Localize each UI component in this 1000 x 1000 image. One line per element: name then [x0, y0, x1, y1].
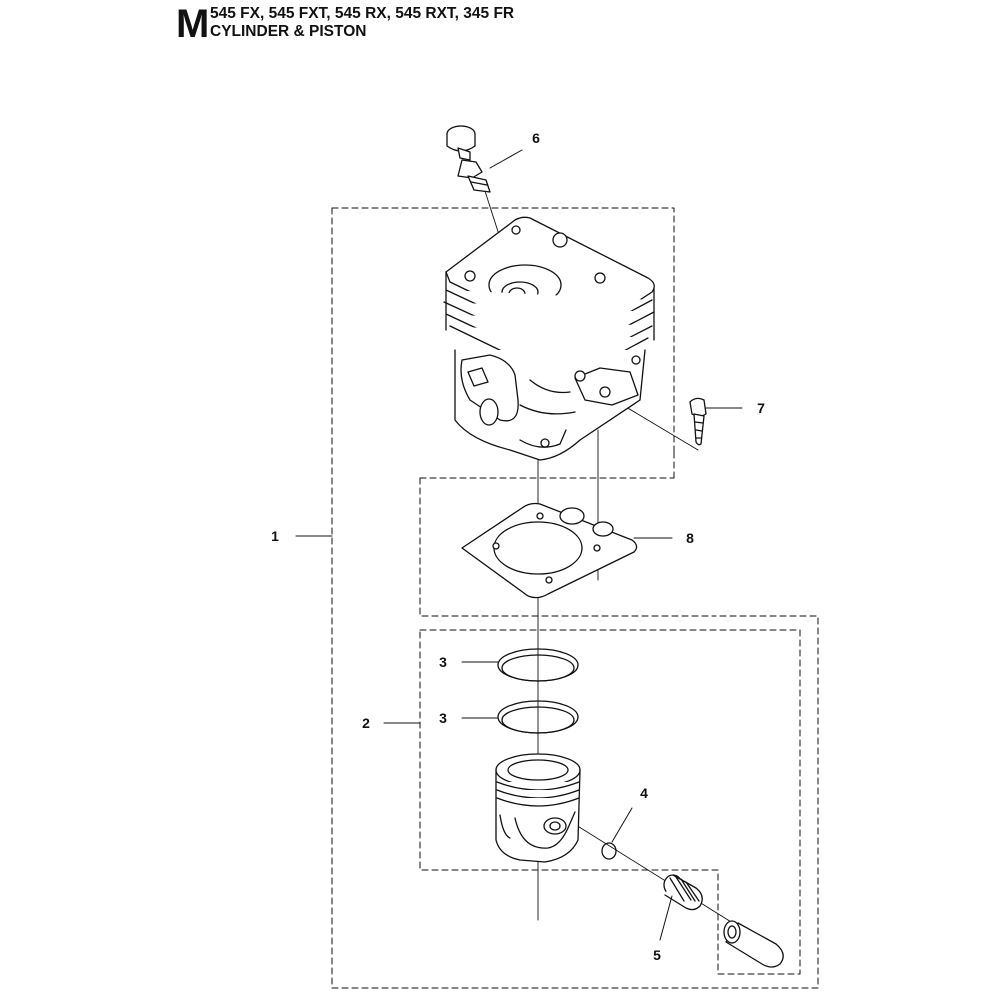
- needle-bearing-part: [663, 874, 703, 911]
- piston-ring-lower-part: [497, 700, 579, 734]
- piston-part: [495, 753, 581, 863]
- callout-leader-lines: [295, 149, 743, 941]
- callout-3-lower: 3: [439, 710, 447, 726]
- callout-3-upper: 3: [439, 654, 447, 670]
- callout-2: 2: [362, 715, 370, 731]
- callout-4: 4: [640, 785, 648, 801]
- callout-1: 1: [271, 528, 279, 544]
- piston-ring-upper-part: [497, 648, 579, 682]
- callout-5: 5: [653, 947, 661, 963]
- section-title: CYLINDER & PISTON: [210, 23, 367, 40]
- circlip-part: [601, 842, 617, 860]
- decompression-valve-part: [446, 125, 491, 193]
- callout-7: 7: [757, 400, 765, 416]
- cylinder-gasket-part: [461, 502, 638, 599]
- group-outline-cylinder-assembly: [331, 207, 819, 989]
- piston-pin-part: [723, 920, 784, 968]
- section-letter: M: [176, 2, 210, 46]
- callout-6: 6: [532, 130, 540, 146]
- callout-8: 8: [686, 530, 694, 546]
- screw-part: [689, 397, 707, 446]
- group-outline-piston-assembly: [419, 629, 801, 975]
- callout-labels: 1 2 3 3 4 5 6 7 8: [271, 130, 765, 963]
- cylinder-part: [443, 216, 655, 461]
- model-list: 545 FX, 545 FXT, 545 RX, 545 RXT, 345 FR: [210, 5, 515, 22]
